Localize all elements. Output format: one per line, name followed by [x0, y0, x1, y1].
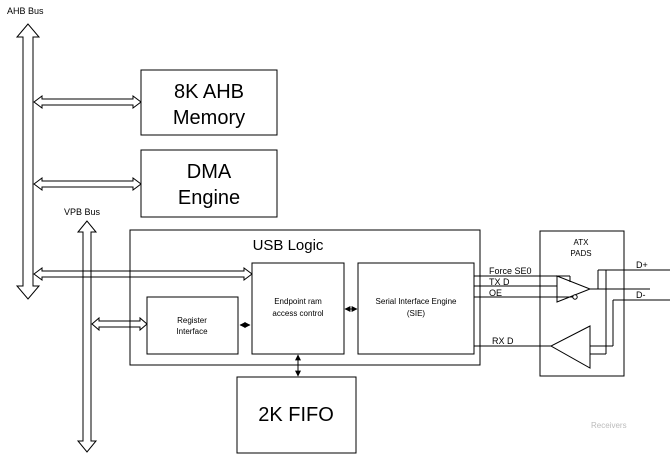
endpoint-ram-block [251, 262, 345, 355]
oe-label: OE [489, 288, 502, 298]
sie-label-1: Serial Interface Engine [376, 297, 457, 306]
signal-wires [474, 269, 670, 355]
memory-label-1: 8K AHB [174, 81, 244, 103]
ahb-to-dma-connector [33, 177, 142, 191]
d-plus-label: D+ [636, 260, 648, 270]
ahb-to-memory-connector [33, 95, 142, 109]
register-interface-block [146, 296, 239, 355]
d-minus-label: D- [636, 290, 646, 300]
memory-block [140, 69, 278, 136]
sie-label-2: (SIE) [407, 309, 426, 318]
tx-d-label: TX D [489, 277, 510, 287]
register-label-1: Register [177, 316, 207, 325]
rx-d-label: RX D [492, 336, 514, 346]
receiver-buffer [549, 325, 591, 369]
atx-pads-block [539, 230, 625, 377]
endpoint-label-2: access control [272, 309, 323, 318]
dma-label-2: Engine [178, 187, 240, 209]
vpb-to-register-connector [91, 316, 148, 332]
vpb-bus-label: VPB Bus [64, 207, 101, 217]
vpb-bus-arrow [76, 220, 98, 453]
receivers-label: Receivers [591, 421, 627, 430]
atx-label-2: PADS [570, 249, 591, 258]
memory-label-2: Memory [173, 107, 245, 129]
endpoint-label-1: Endpoint ram [274, 297, 322, 306]
fifo-label: 2K FIFO [258, 404, 334, 426]
sie-block [357, 262, 475, 355]
register-label-2: Interface [176, 327, 208, 336]
oe-inversion-bubble [572, 294, 578, 300]
fifo-block [236, 376, 357, 454]
force-se0-label: Force SE0 [489, 266, 532, 276]
dma-block [140, 149, 278, 218]
ahb-bus-arrow [15, 23, 41, 300]
ahb-bus-label: AHB Bus [7, 6, 44, 16]
usb-logic-label: USB Logic [253, 237, 324, 254]
atx-label-1: ATX [574, 238, 590, 247]
ahb-to-endpoint-connector [33, 267, 253, 281]
dma-label-1: DMA [187, 161, 232, 183]
